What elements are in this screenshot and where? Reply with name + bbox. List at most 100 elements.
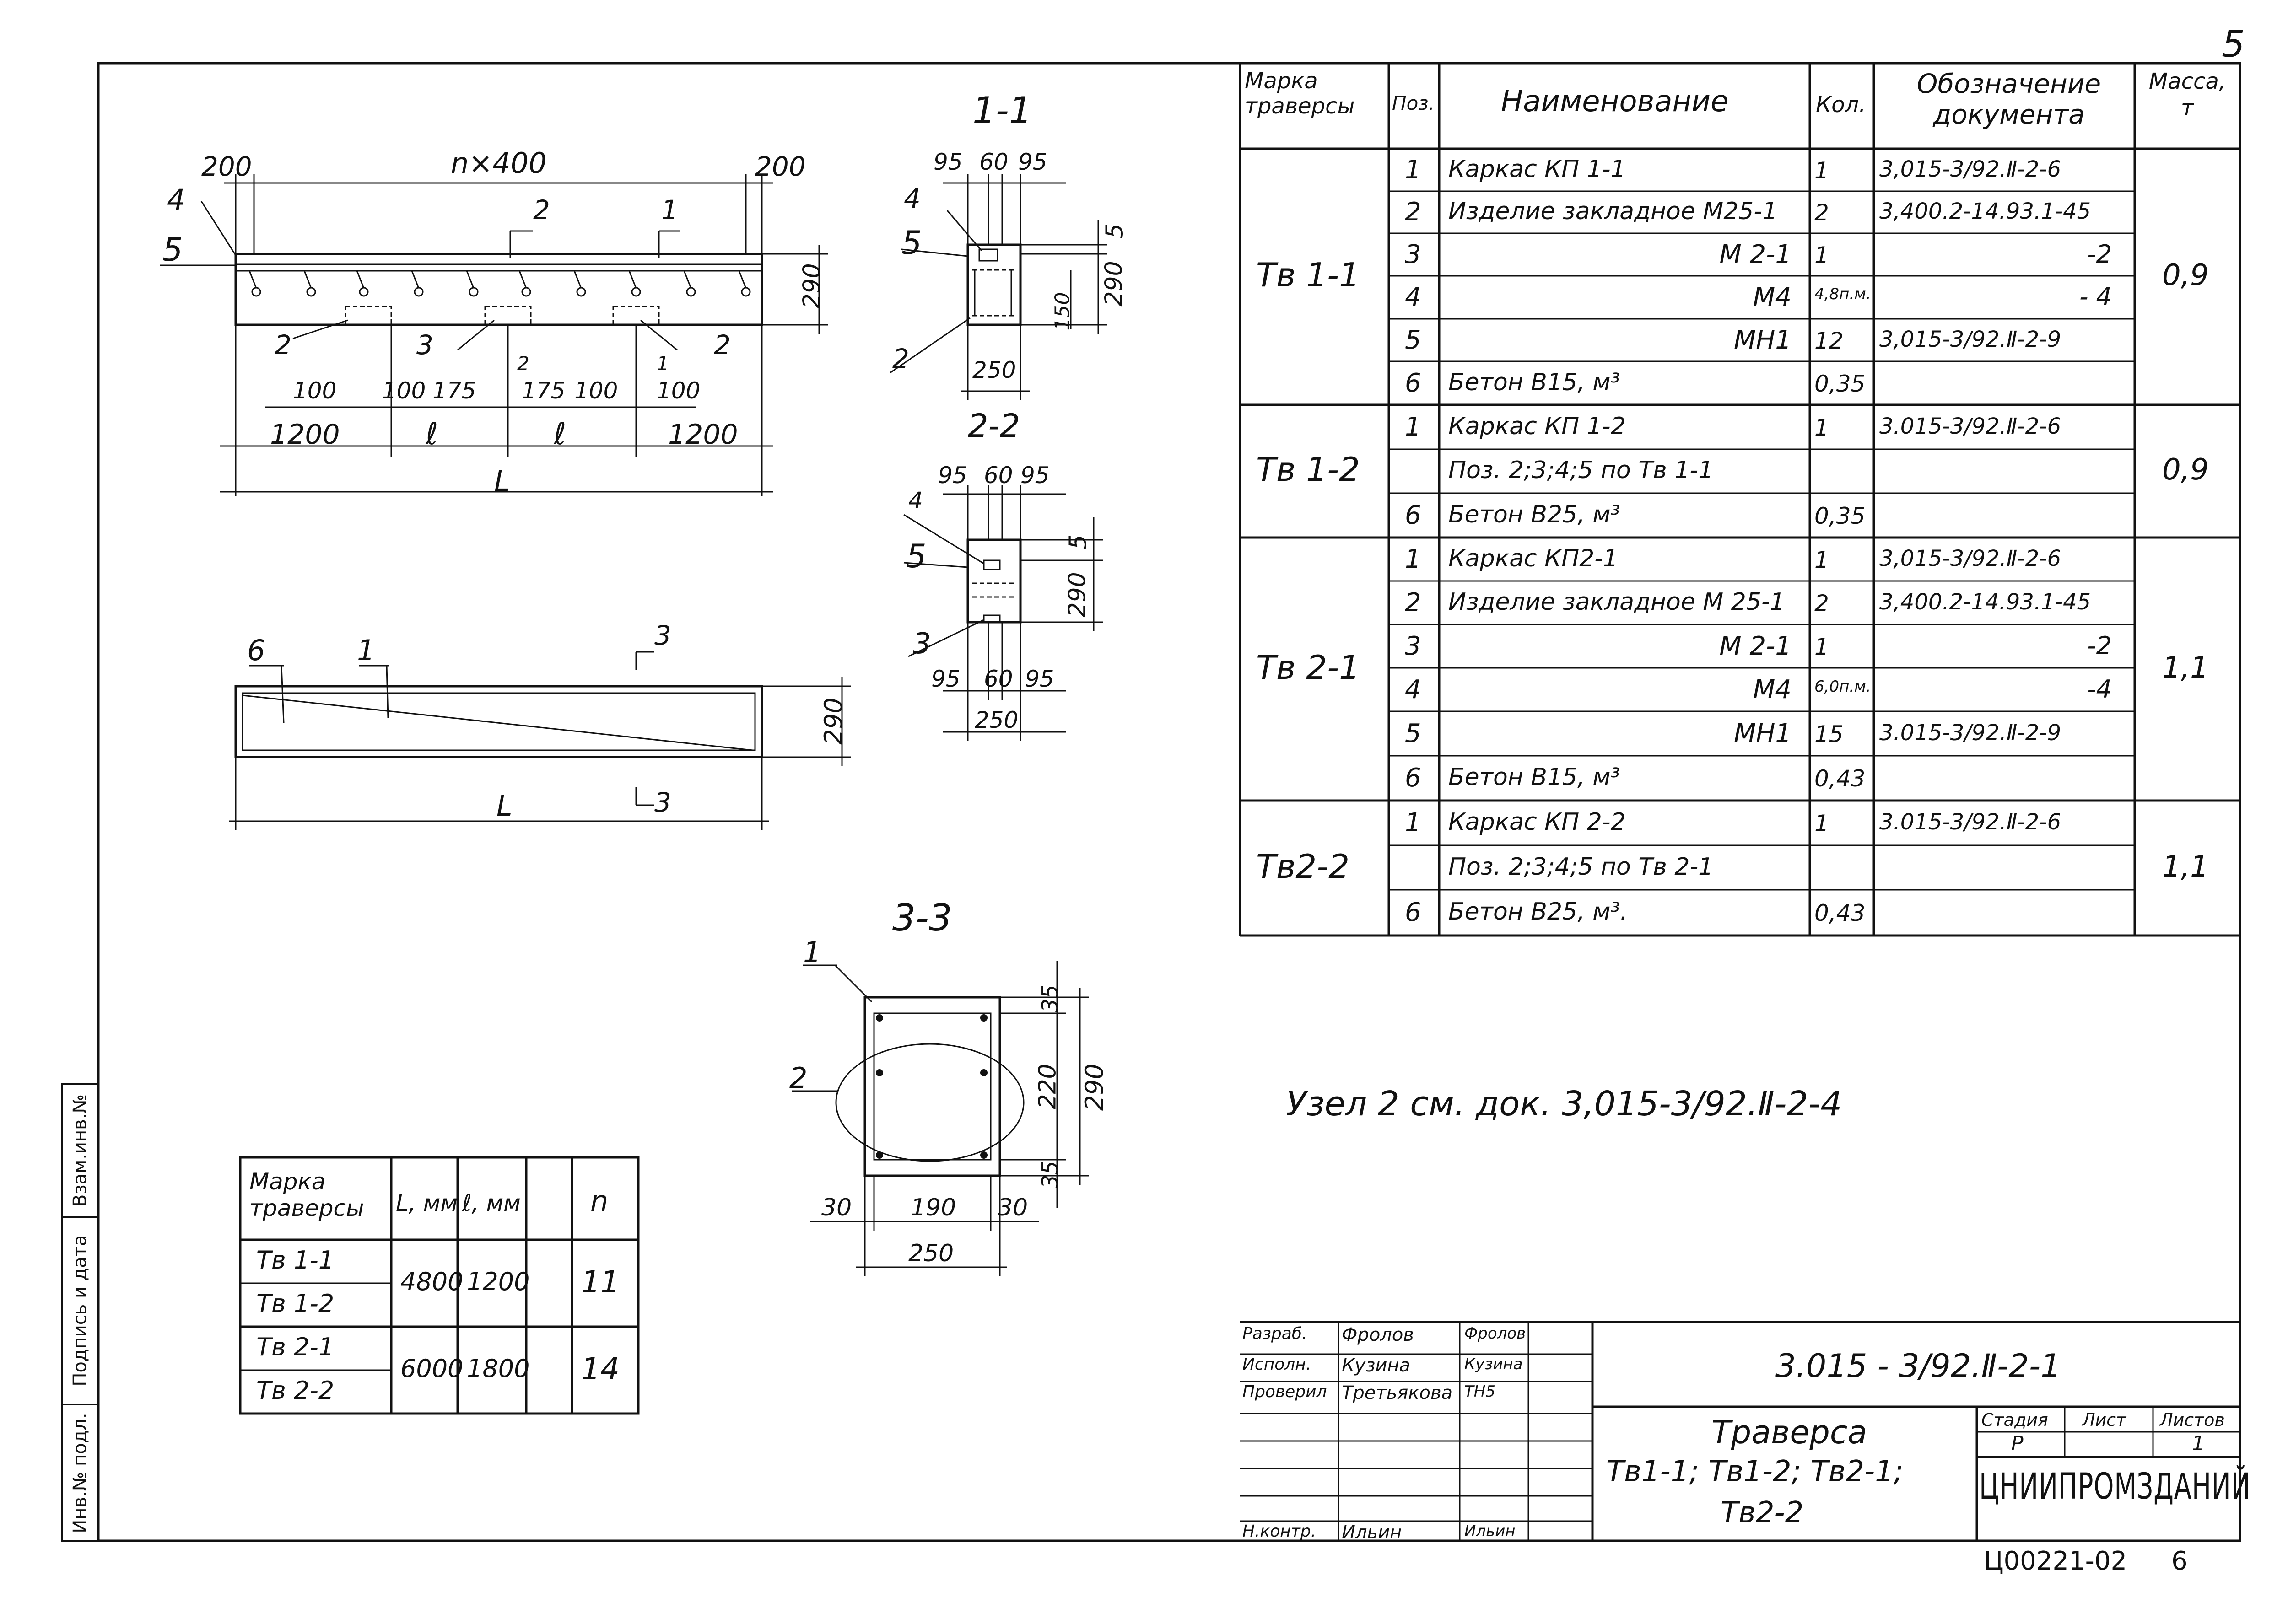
s11-dim-60: 60 (979, 149, 1009, 175)
callout-2-mid: 2 (517, 352, 529, 375)
callout-5: 5 (162, 231, 183, 269)
spec-qty: 1 (1814, 546, 1829, 573)
cut-mark-2: 2 (533, 194, 550, 226)
spec-header-qty: Кол. (1816, 92, 1866, 118)
s22-dim-250: 250 (975, 707, 1019, 733)
title-block-grid (1240, 1321, 2240, 1541)
s33-dim-35-bottom: 35 (1037, 1161, 1063, 1189)
spec-name: Поз. 2;3;4;5 по Тв 2-1 (1448, 853, 1714, 881)
tb-name: Кузина (1342, 1355, 1410, 1376)
section-3-3-bars (876, 1014, 988, 1159)
spec-qty: 0,35 (1814, 502, 1866, 529)
spec-pos: 2 (1405, 197, 1421, 227)
elevation-hangers (248, 270, 751, 297)
spec-name: М 2-1 (1719, 239, 1792, 269)
side-stamp-inv-podl: Инв.№ подл. (70, 1413, 91, 1533)
s22-callout-3: 3 (913, 627, 931, 660)
dims-n: 11 (581, 1264, 620, 1300)
spec-mass: 1,1 (2162, 850, 2209, 884)
dim-insert-100c: 100 (574, 377, 618, 404)
spec-mass: 0,9 (2162, 453, 2209, 487)
section-3-3-title: 3-3 (892, 897, 952, 939)
dims-L: 4800 (400, 1267, 464, 1296)
dim-left-200: 200 (201, 151, 252, 182)
s11-callout-2: 2 (892, 343, 909, 374)
spec-pos: 4 (1405, 674, 1421, 704)
dim-height-290: 290 (798, 263, 826, 309)
spec-name: Изделие закладное М 25-1 (1448, 588, 1785, 616)
side-stamp-frame (61, 1083, 99, 1542)
s33-dim-250: 250 (908, 1240, 954, 1267)
side-stamp-signature: Подпись и дата (70, 1235, 91, 1386)
dim-bottom-1200-left: 1200 (270, 419, 340, 451)
plan-dims (229, 651, 851, 830)
spec-header-mark: Марка траверсы (1245, 68, 1355, 119)
s22-callout-5: 5 (906, 538, 927, 575)
dim-bottom-l-2: ℓ (554, 416, 567, 452)
spec-pos: 1 (1405, 808, 1421, 838)
spec-doc: 3,015-3/92.Ⅱ-2-6 (1879, 545, 2061, 571)
spec-mark: Тв 1-2 (1256, 450, 1360, 489)
dims-mark: Тв 2-2 (256, 1376, 335, 1405)
spec-name: Каркас КП 1-2 (1448, 412, 1626, 440)
spec-qty: 2 (1814, 590, 1829, 617)
s11-dim-250: 250 (972, 357, 1016, 383)
spec-pos: 2 (1405, 587, 1421, 618)
s22-dim-290: 290 (1063, 572, 1091, 618)
spec-pos: 6 (1405, 368, 1421, 398)
plan-dim-L: L (496, 789, 513, 823)
sheet-frame (97, 62, 2241, 1542)
spec-qty: 1 (1814, 157, 1829, 184)
dims-l: 1200 (467, 1267, 530, 1296)
section-1-1-dims (890, 174, 1107, 400)
s22-callout-4: 4 (908, 487, 923, 514)
callout-2-left: 2 (275, 329, 291, 360)
s33-dim-290: 290 (1080, 1063, 1109, 1111)
spec-doc: 3.015-3/92.Ⅱ-2-6 (1879, 413, 2061, 439)
plan-callout-6: 6 (247, 634, 265, 667)
dims-mark: Тв 1-2 (256, 1289, 335, 1318)
side-stamp-vzam: Взам.инв.№ (70, 1094, 91, 1207)
spec-doc: - 4 (2079, 282, 2112, 311)
tb-sign: ТН5 (1464, 1382, 1495, 1401)
spec-qty: 2 (1814, 199, 1829, 226)
spec-qty: 1 (1814, 414, 1829, 441)
title-block-stage-label: Стадия (1981, 1410, 2048, 1430)
s33-dim-190: 190 (911, 1194, 956, 1221)
side-stamp-vzam-text: Взам.инв.№ (70, 1094, 91, 1207)
section-2-2-dims (903, 485, 1103, 741)
section-1-1-title: 1-1 (972, 89, 1032, 132)
dims-l: 1800 (467, 1354, 530, 1383)
spec-name: Бетон В25, м³ (1448, 500, 1620, 528)
s22-dim-60b: 60 (984, 666, 1013, 692)
spec-name: Каркас КП 2-2 (1448, 808, 1626, 836)
page-number: 5 (2222, 23, 2245, 65)
cut-mark-1: 1 (661, 194, 678, 226)
title-block-stage: Р (2011, 1432, 2024, 1455)
spec-qty: 4,8п.м. (1814, 285, 1871, 303)
section-3-3-dims (792, 961, 1089, 1276)
s22-dim-95b: 95 (1020, 462, 1050, 489)
title-block-title-1: Траверса (1711, 1414, 1867, 1451)
spec-pos: 6 (1405, 763, 1421, 793)
doc-id: Ц00221-02 (1984, 1546, 2127, 1576)
title-block-sheets-label: Листов (2160, 1410, 2225, 1430)
dim-insert-100a: 100 (293, 377, 337, 404)
plan-cut-mark-top: 3 (654, 620, 671, 651)
s22-dim-5: 5 (1064, 534, 1092, 550)
dims-n: 14 (581, 1351, 620, 1387)
spec-header-pos: Поз. (1392, 92, 1435, 114)
section-3-3 (835, 996, 1025, 1177)
tb-sign: Фролов (1464, 1324, 1526, 1343)
plan-view (234, 685, 763, 758)
spec-mass: 0,9 (2162, 258, 2209, 292)
spec-pos: 5 (1405, 718, 1421, 748)
dim-insert-175a: 175 (432, 377, 476, 404)
spec-pos: 6 (1405, 500, 1421, 530)
spec-qty: 0,43 (1814, 900, 1866, 926)
spec-header-mass: Масса, т (2148, 69, 2226, 121)
dim-insert-100b: 100 (382, 377, 426, 404)
spec-doc: 3,400.2-14.93.1-45 (1879, 199, 2091, 224)
tb-name: Фролов (1342, 1324, 1414, 1345)
